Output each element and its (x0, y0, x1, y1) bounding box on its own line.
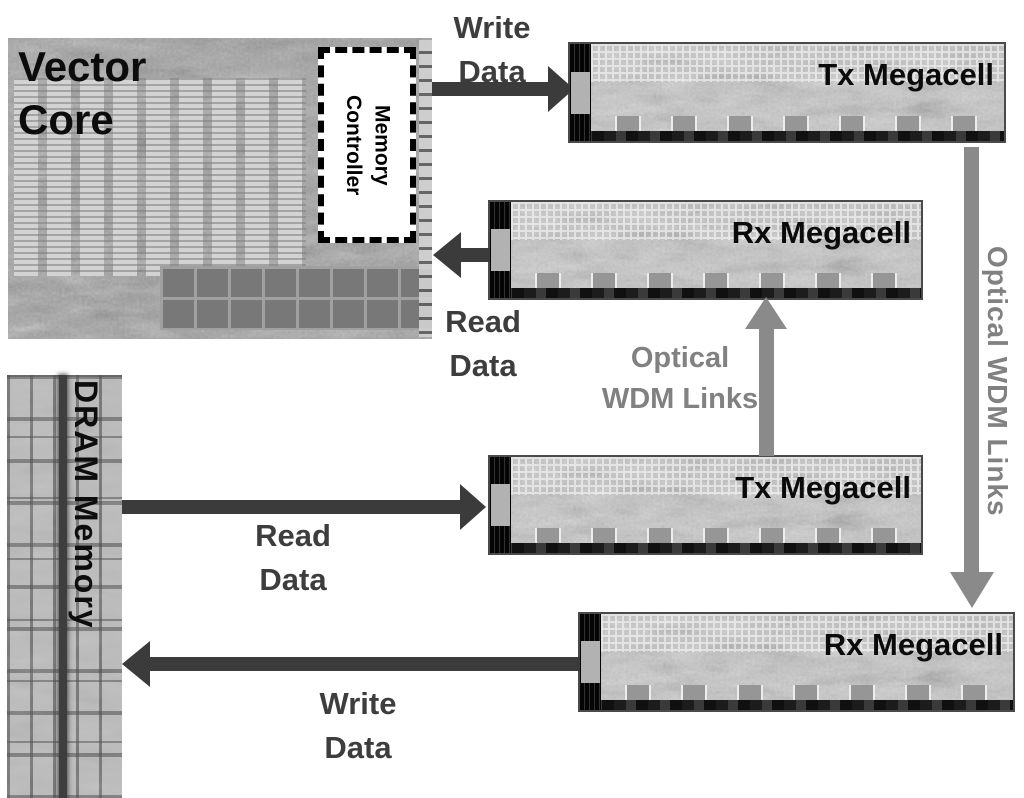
write-data-label-bottom-line1: Write (319, 686, 397, 721)
write-data-label-top: Write Data (430, 6, 554, 94)
die-pad-row (519, 273, 913, 288)
read-data-arrowhead-dram (460, 484, 486, 530)
write-data-label-bottom: Write Data (296, 682, 420, 770)
die-grid (511, 457, 921, 495)
tx-megacell-middle-label: Tx Megacell (735, 470, 911, 505)
rx-megacell-middle: Rx Megacell (488, 200, 923, 300)
read-data-label-dram: Read Data (231, 514, 355, 602)
read-data-label-dram-line1: Read (255, 518, 331, 553)
read-data-arrow-dram (122, 500, 460, 514)
read-data-label-mid-line1: Read (445, 304, 521, 339)
rx-megacell-middle-label: Rx Megacell (731, 215, 911, 250)
die-grid (601, 614, 1013, 652)
vector-core-die: Vector Core Memory Controller (8, 38, 432, 339)
write-data-label-top-line1: Write (453, 10, 531, 45)
die-connector-pad (571, 71, 590, 114)
optical-link-arrow-up (759, 329, 774, 456)
die-bottom-strip (490, 543, 921, 553)
vector-core-label: Vector Core (18, 40, 146, 146)
vector-core-io-pads (419, 40, 432, 337)
memory-controller-box: Memory Controller (318, 47, 416, 243)
rx-megacell-bottom: Rx Megacell (578, 612, 1015, 712)
optical-link-arrow-down (964, 147, 979, 572)
tx-megacell-top-label: Tx Megacell (818, 57, 994, 92)
die-body (511, 457, 921, 543)
die-body (511, 202, 921, 288)
die-connector-pad (491, 229, 510, 271)
die-grid (511, 202, 921, 240)
tx-megacell-top: Tx Megacell (568, 42, 1006, 143)
die-pad-row (599, 116, 996, 131)
write-data-arrow-top (432, 82, 548, 96)
tx-megacell-middle: Tx Megacell (488, 455, 923, 555)
write-data-arrowhead-top (548, 66, 574, 112)
vector-core-datapath-columns (14, 78, 306, 276)
write-data-arrow-bottom (150, 657, 583, 671)
optical-link-arrowhead-down (950, 572, 994, 608)
die-body (591, 44, 1004, 131)
memory-controller-label: Memory Controller (342, 94, 394, 196)
read-data-label-mid: Read Data (421, 300, 545, 388)
optical-wdm-label-mid-line1: Optical (630, 342, 730, 374)
read-data-label-dram-line2: Data (259, 562, 327, 597)
optical-wdm-label-mid-line2: WDM Links (601, 383, 759, 415)
write-data-label-bottom-line2: Data (324, 730, 392, 765)
write-data-label-top-line2: Data (458, 54, 526, 89)
vector-core-label-line1: Vector (18, 43, 147, 90)
optical-link-arrowhead-up (745, 297, 787, 329)
dram-memory-die: DRAM Memory (7, 375, 122, 798)
die-bottom-strip (490, 288, 921, 298)
write-data-arrowhead-bottom (122, 641, 150, 687)
die-body (601, 614, 1013, 700)
die-connector-pad (581, 641, 600, 683)
vector-core-macro-blocks (160, 266, 432, 330)
die-grid (591, 44, 1004, 83)
read-data-label-mid-line2: Data (449, 348, 517, 383)
die-pad-row (519, 528, 913, 543)
optical-wdm-links-label-right: Optical WDM Links (982, 246, 1013, 517)
die-connector-pad (491, 484, 510, 526)
die-pad-row (609, 685, 1005, 700)
die-bottom-strip (570, 131, 1004, 141)
read-data-arrowhead-mid (433, 232, 461, 278)
optical-wdm-links-label-mid: Optical WDM Links (570, 338, 790, 420)
dram-memory-label: DRAM Memory (68, 380, 104, 630)
dram-center-bus (59, 375, 67, 798)
rx-megacell-bottom-label: Rx Megacell (823, 627, 1003, 662)
die-bottom-strip (580, 700, 1013, 710)
read-data-arrow-mid (461, 248, 490, 262)
vector-core-label-line2: Core (18, 96, 114, 143)
